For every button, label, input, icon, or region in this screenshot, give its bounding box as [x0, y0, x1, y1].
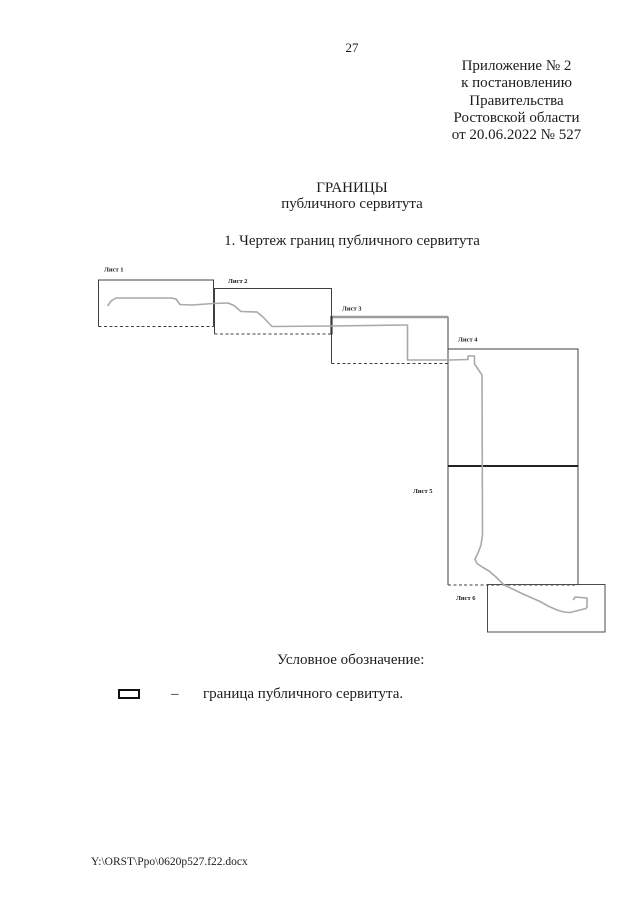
- appendix-line: от 20.06.2022 № 527: [451, 127, 582, 144]
- servitude-boundary-line: [107, 297, 588, 614]
- sheet-2-outline: [214, 288, 332, 334]
- legend-item-label: граница публичного сервитута.: [203, 686, 404, 702]
- legend-heading: Условное обозначение:: [277, 652, 425, 668]
- sheet-2-label: Лист 2: [228, 278, 248, 285]
- appendix-reference-block: Приложение № 2 к постановлению Правитель…: [446, 58, 587, 144]
- sheet-1-outline: [98, 279, 214, 327]
- page-number: 27: [345, 40, 359, 55]
- sheet-5-label: Лист 5: [413, 488, 433, 495]
- appendix-line: к постановлению: [461, 75, 572, 92]
- appendix-line: Правительства: [469, 92, 564, 109]
- sheet-6-label: Лист 6: [456, 595, 476, 602]
- appendix-line: Приложение № 2: [461, 58, 572, 74]
- sheet-5-outline: [447, 466, 579, 585]
- footer-file-path: Y:\ORST\Ppo\0620p527.f22.docx: [91, 856, 248, 868]
- section-heading: 1. Чертеж границ публичного сервитута: [224, 233, 480, 249]
- sheet-6-outline: [486, 583, 606, 633]
- sheet-4-label: Лист 4: [458, 337, 478, 344]
- sheet-4-outline: [447, 348, 579, 467]
- sheet-3-outline: [331, 316, 449, 364]
- document-title: ГРАНИЦЫ публичного сервитута: [64, 180, 640, 212]
- document-title-line: ГРАНИЦЫ: [316, 180, 388, 196]
- sheet-3-label: Лист 3: [342, 306, 362, 313]
- boundary-symbol-swatch: [118, 689, 140, 699]
- sheet-1-label: Лист 1: [104, 267, 124, 274]
- document-title-line: публичного сервитута: [281, 195, 423, 212]
- legend-dash: –: [171, 686, 179, 702]
- appendix-line: Ростовской области: [453, 109, 580, 126]
- servitude-boundary-drawing: Лист 1 Лист 2 Лист 3 Лист 4 Лист 5 Лист …: [98, 267, 606, 633]
